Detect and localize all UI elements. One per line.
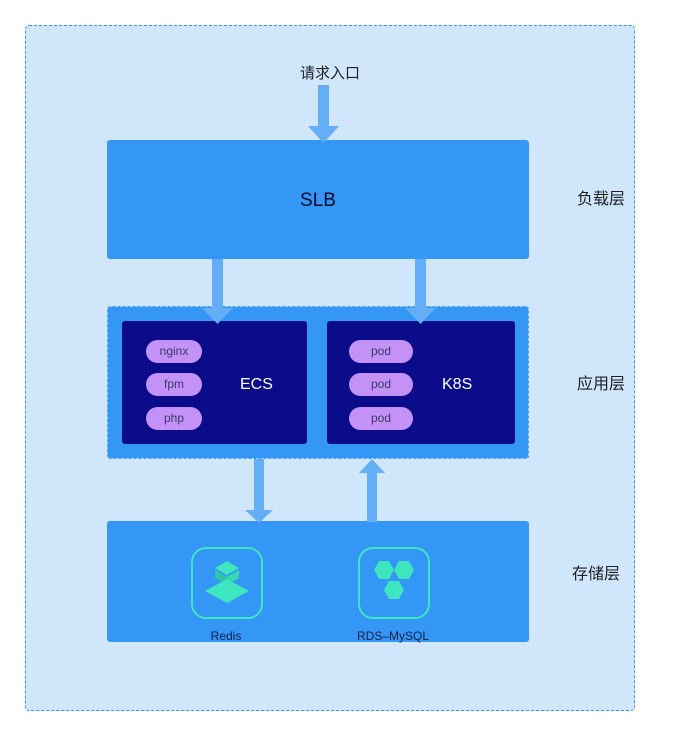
entry-label: 请求入口 [299,65,360,82]
arrow-down-icon [202,259,233,324]
arrow-down-icon [245,459,273,523]
storage-layer-label: 存储层 [572,566,621,583]
pod-pill-1: pod [349,340,413,363]
mysql-label: RDS–MySQL [356,629,430,643]
load-layer-label: 负载层 [577,191,626,208]
ecs-box: nginx fpm php ECS [122,321,307,444]
pod-pill-2: pod [349,373,413,396]
fpm-pill: fpm [146,373,202,396]
app-layer-label: 应用层 [577,376,626,393]
redis-icon [191,547,263,619]
php-pill: php [146,407,202,430]
pod-pill-3: pod [349,407,413,430]
arrow-down-icon [405,259,436,324]
ecs-label: ECS [240,376,273,393]
arrow-up-icon [359,459,385,522]
redis-label: Redis [210,629,242,643]
slb-box: SLB [107,140,529,259]
slb-label: SLB [300,190,336,211]
k8s-box: pod pod pod K8S [327,321,515,444]
mysql-icon [358,547,430,619]
arrow-down-icon [308,85,339,143]
storage-layer-box [107,521,529,642]
k8s-label: K8S [442,376,473,393]
nginx-pill: nginx [146,340,202,363]
